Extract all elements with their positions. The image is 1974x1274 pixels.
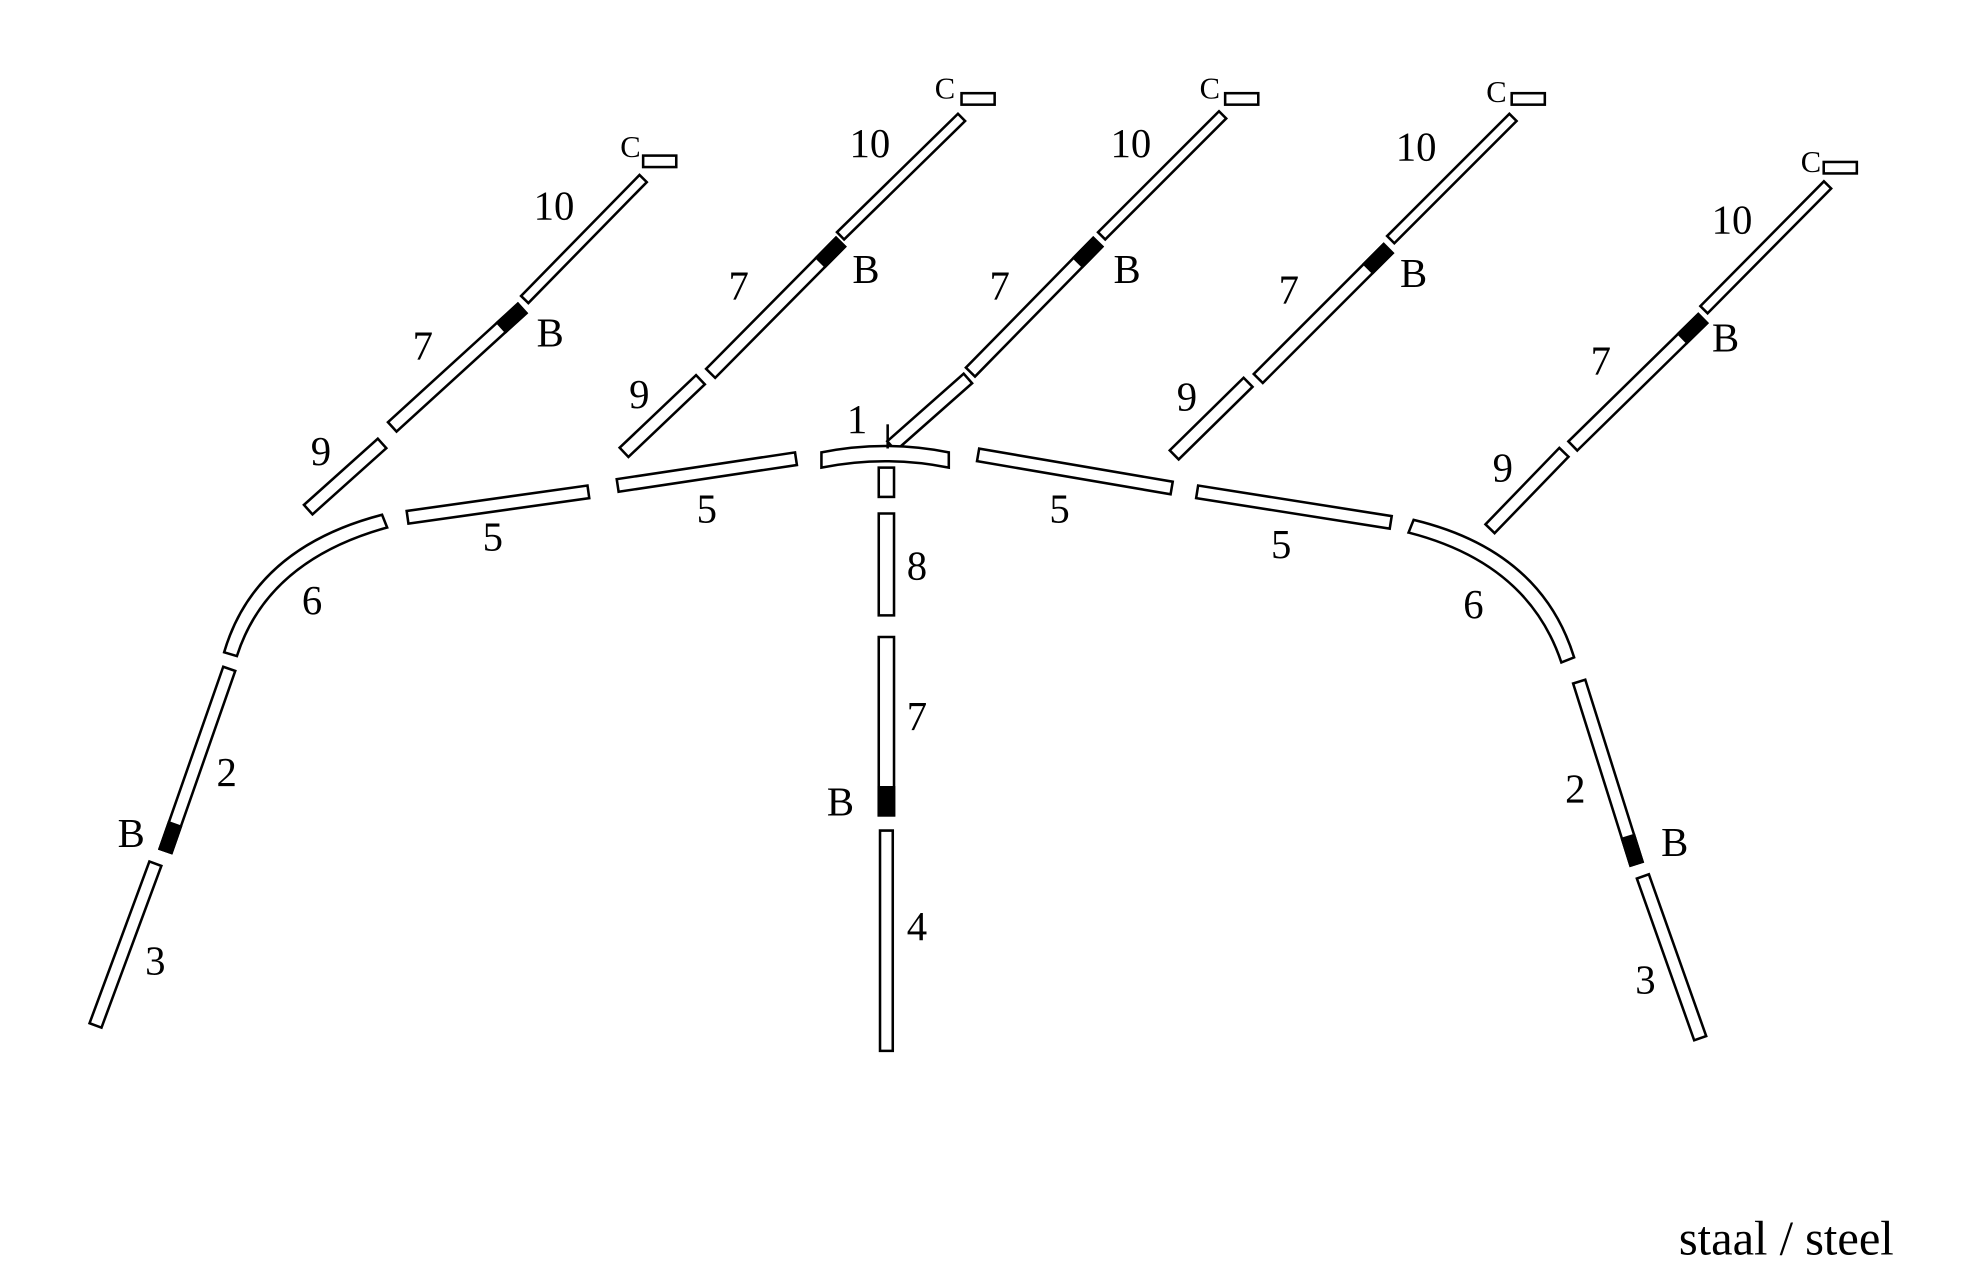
label-p8: 8: [907, 544, 927, 589]
clamp-c-icon: [641, 154, 678, 169]
tube-5: [615, 450, 799, 494]
label-p10: 10: [1111, 121, 1152, 166]
tube-10: [519, 173, 649, 305]
material-caption: staal / steel: [1679, 1213, 1894, 1266]
right-curved-tube-6: [1406, 518, 1576, 665]
left-curved-tube-6: [222, 513, 389, 658]
label-p5: 5: [697, 486, 717, 531]
label-p7: 7: [1591, 339, 1611, 384]
tube-9: [1483, 446, 1571, 535]
tube-5: [405, 484, 591, 526]
label-p10: 10: [1712, 197, 1753, 242]
tube-9: [302, 436, 389, 517]
tube-3: [87, 859, 163, 1030]
label-c: C: [1486, 75, 1506, 109]
label-p7: 7: [990, 264, 1010, 309]
clamp-c-icon: [960, 91, 996, 106]
label-p7: 7: [413, 323, 433, 368]
clamp-b-black: [1071, 235, 1105, 269]
tube-5: [1194, 484, 1394, 531]
center-piece-1: [820, 444, 951, 470]
label-b: B: [827, 779, 854, 824]
label-p5: 5: [1271, 522, 1291, 567]
label-c: C: [620, 130, 640, 164]
label-p7: 7: [907, 694, 927, 739]
tube-10: [1096, 109, 1229, 242]
label-b: B: [1113, 247, 1140, 292]
clamp-b-black: [877, 786, 896, 817]
tube-9: [1167, 375, 1255, 462]
tube-7: [885, 371, 974, 453]
label-p9: 9: [311, 429, 331, 474]
label-p6: 6: [1463, 582, 1483, 627]
center-stem: [877, 466, 896, 499]
clamp-c-icon: [1223, 91, 1260, 106]
clamp-c-icon: [1510, 91, 1547, 106]
label-b: B: [852, 247, 879, 292]
label-b: B: [1661, 820, 1688, 865]
tube-10: [835, 111, 967, 242]
tube-8: [877, 512, 896, 617]
label-p5: 5: [483, 514, 503, 559]
clamp-b-black: [1362, 242, 1395, 275]
label-p9: 9: [1493, 446, 1513, 491]
label-p4: 4: [907, 904, 927, 949]
clamp-b-black: [1676, 312, 1709, 345]
clamp-b-black: [495, 301, 529, 334]
label-c: C: [935, 71, 955, 105]
label-b: B: [118, 811, 145, 856]
label-b: B: [1712, 316, 1739, 361]
label-p2: 2: [1565, 767, 1585, 812]
label-c: C: [1200, 71, 1220, 105]
clamp-b-black: [1620, 833, 1645, 868]
label-p2: 2: [217, 750, 237, 795]
label-p3: 3: [1635, 958, 1655, 1003]
label-p10: 10: [1396, 125, 1437, 170]
label-p3: 3: [145, 938, 165, 983]
clamp-b-black: [157, 820, 183, 855]
label-p7: 7: [728, 264, 748, 309]
tube-9: [617, 373, 707, 459]
label-p6: 6: [302, 578, 322, 623]
clamp-b-black: [814, 235, 847, 269]
label-b: B: [1400, 251, 1427, 296]
clamp-c-icon: [1822, 160, 1859, 175]
connectors: [222, 91, 1859, 665]
tube-5: [975, 447, 1175, 496]
tube-10: [1385, 111, 1519, 246]
label-p7: 7: [1279, 267, 1299, 312]
tube-4: [878, 829, 895, 1053]
label-c: C: [1801, 145, 1821, 179]
tube-3: [1635, 872, 1708, 1042]
label-p5: 5: [1049, 486, 1069, 531]
tube-parts: [87, 109, 1833, 1053]
tube-10: [1698, 179, 1833, 316]
label-b: B: [537, 311, 564, 356]
label-p9: 9: [629, 372, 649, 417]
label-p10: 10: [534, 183, 575, 228]
label-p9: 9: [1177, 374, 1197, 419]
label-p10: 10: [849, 121, 890, 166]
label-p1: 1: [847, 397, 867, 442]
